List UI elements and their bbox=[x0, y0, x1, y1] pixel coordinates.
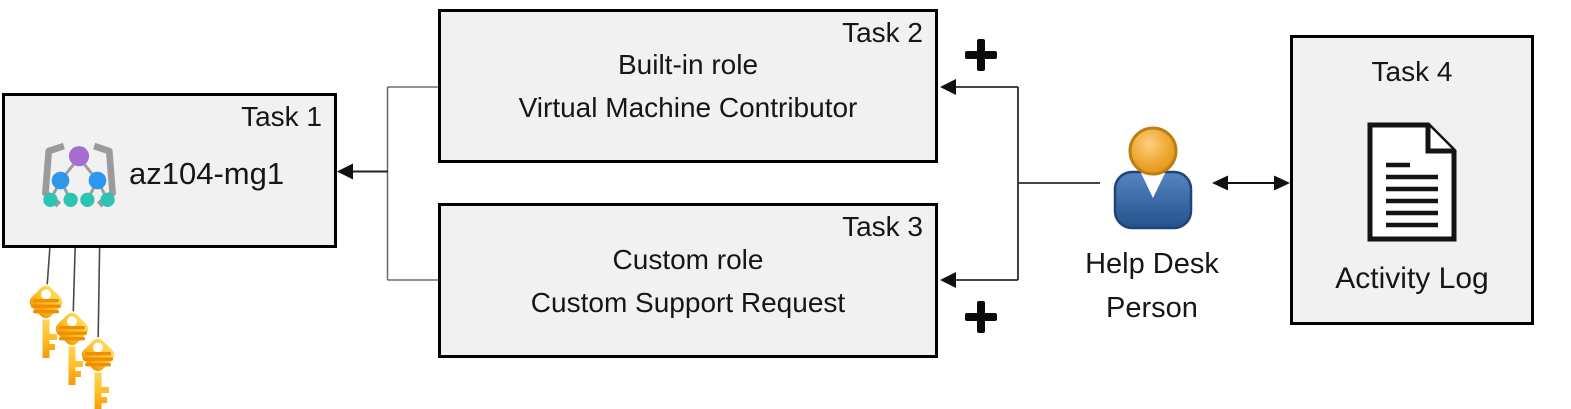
task3-role-text: Custom role Custom Support Request bbox=[441, 206, 935, 355]
document-icon bbox=[1367, 122, 1457, 242]
task2-box: Task 2 Built-in role Virtual Machine Con… bbox=[438, 9, 938, 163]
person-label: Help Desk Person bbox=[1032, 242, 1272, 330]
task2-label: Task 2 bbox=[842, 17, 923, 48]
task2-role-name: Virtual Machine Contributor bbox=[518, 92, 858, 123]
management-group-icon bbox=[42, 142, 116, 208]
task1-label: Task 1 bbox=[241, 101, 322, 132]
task4-box: Task 4 Activity Log bbox=[1290, 35, 1534, 325]
key-icon bbox=[54, 311, 90, 387]
role-arrowheads bbox=[940, 79, 956, 288]
task1-bracket-connector bbox=[386, 86, 438, 281]
person-activitylog-double-arrow bbox=[1212, 175, 1290, 191]
task1-box: Task 1 az104-mg1 bbox=[2, 93, 337, 248]
person-icon bbox=[1113, 126, 1193, 230]
task4-caption: Activity Log bbox=[1335, 262, 1489, 295]
task2-role-type: Built-in role bbox=[617, 49, 759, 80]
key-icon bbox=[28, 284, 64, 360]
task3-role-type: Custom role bbox=[612, 243, 764, 275]
key-icon bbox=[80, 337, 116, 409]
task4-label: Task 4 bbox=[1371, 56, 1453, 87]
person-label-line2: Person bbox=[1106, 292, 1198, 324]
task1-resource-name: az104-mg1 bbox=[129, 156, 285, 191]
roles-to-task1-arrow bbox=[337, 163, 388, 180]
task3-box: Task 3 Custom role Custom Support Reques… bbox=[438, 203, 938, 358]
plus-icon bbox=[965, 39, 997, 71]
task3-label: Task 3 bbox=[842, 211, 923, 242]
person-label-line1: Help Desk bbox=[1085, 248, 1219, 280]
plus-icon bbox=[965, 301, 997, 333]
task2-role-text: Built-in role Virtual Machine Contributo… bbox=[441, 12, 935, 160]
task3-role-name: Custom Support Request bbox=[530, 286, 846, 318]
